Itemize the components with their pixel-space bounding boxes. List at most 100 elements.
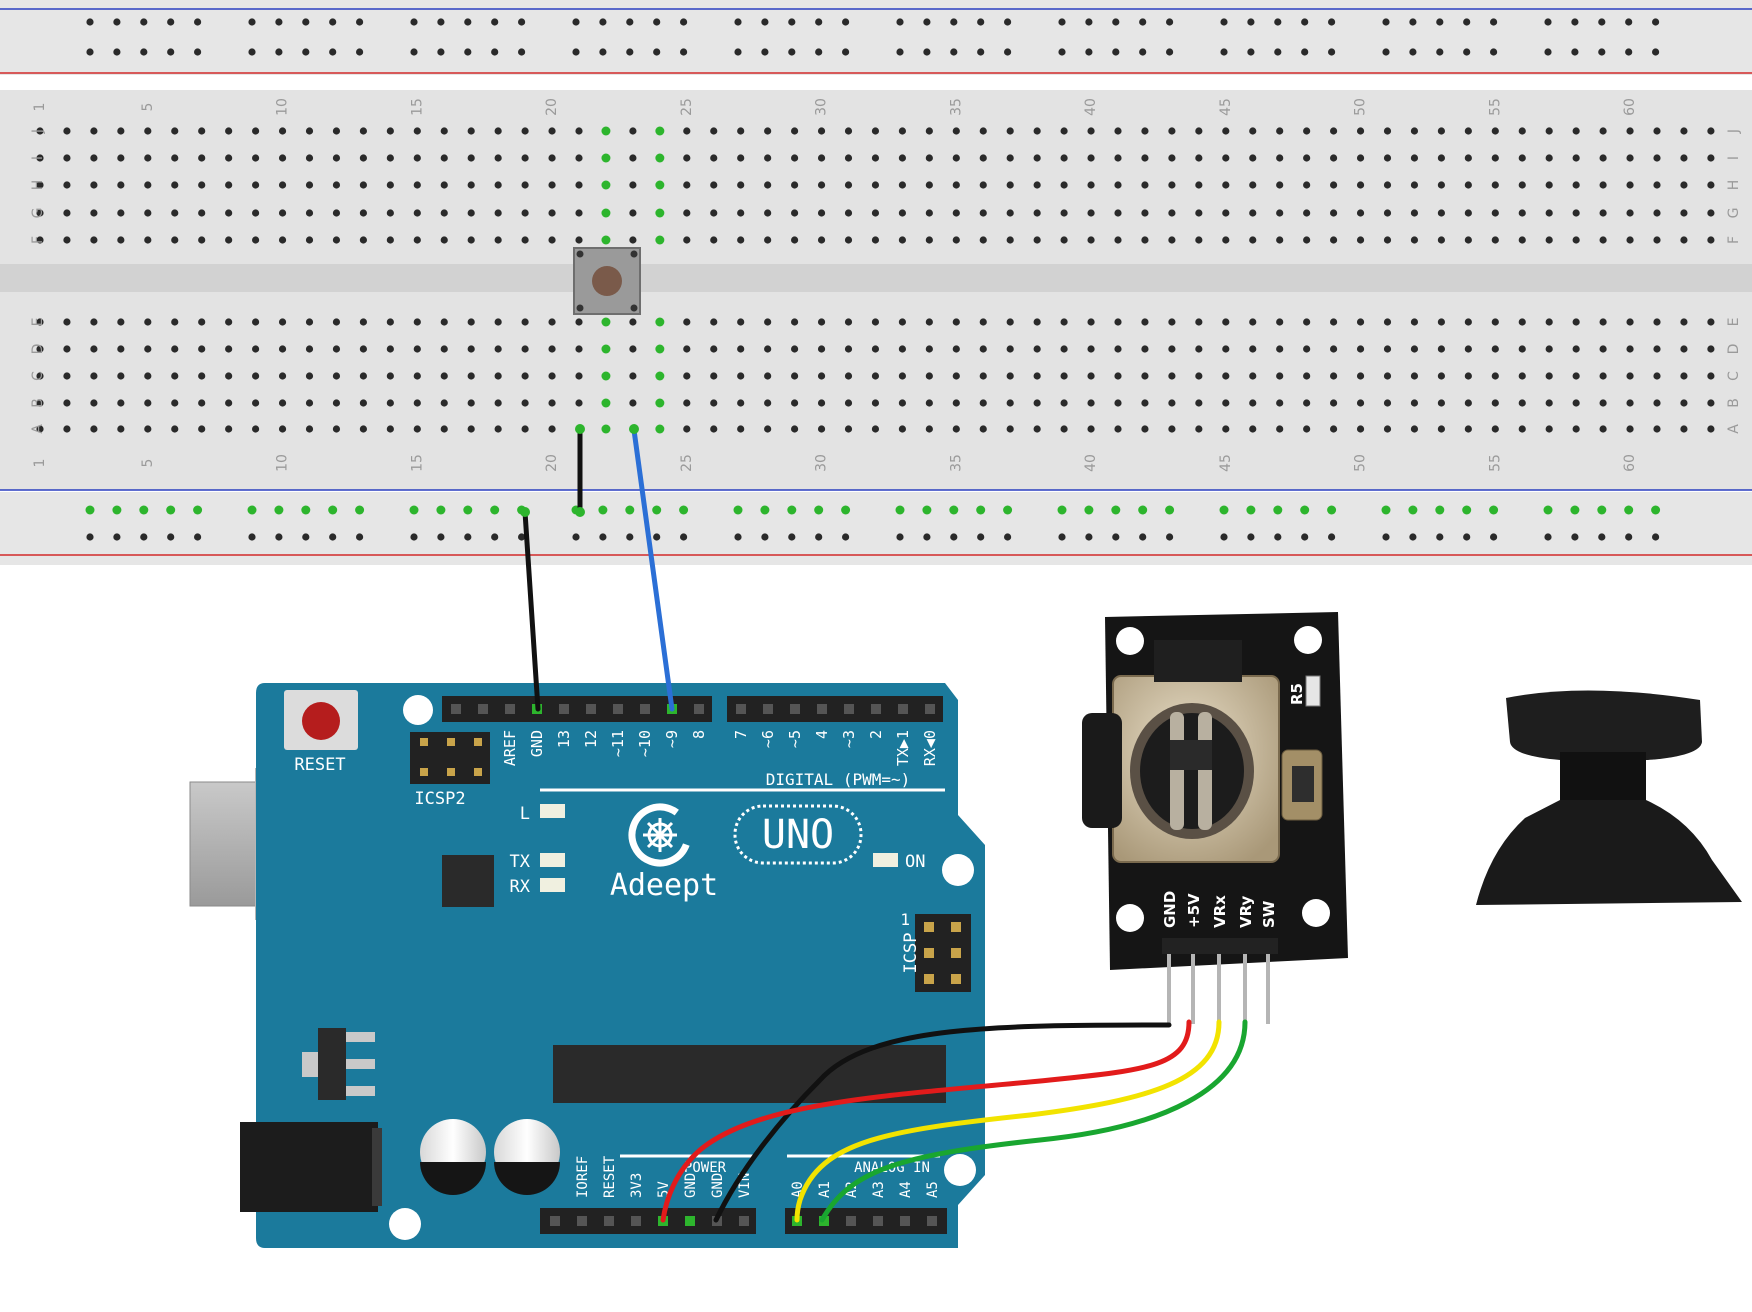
breadboard-hole — [737, 372, 745, 380]
header-pin — [685, 1216, 695, 1226]
breadboard-hole — [1626, 399, 1634, 407]
breadboard-hole — [1545, 318, 1553, 326]
rail-hole — [1489, 505, 1499, 515]
breadboard-hole — [1141, 236, 1149, 244]
rail-hole — [166, 505, 176, 515]
breadboard-hole — [1141, 181, 1149, 189]
breadboard-hole — [1680, 127, 1688, 135]
breadboard-hole — [655, 235, 665, 245]
breadboard-hole — [1114, 154, 1122, 162]
breadboard-hole — [1006, 425, 1014, 433]
breadboard-hole — [575, 399, 583, 407]
breadboard-hole — [1222, 236, 1230, 244]
breadboard-hole — [1168, 345, 1176, 353]
rail-hole — [194, 48, 202, 56]
rail-hole — [1409, 533, 1417, 541]
breadboard-hole — [1168, 181, 1176, 189]
rail-hole — [248, 48, 256, 56]
rail-hole — [437, 48, 445, 56]
breadboard-hole — [1249, 425, 1257, 433]
breadboard-hole — [1653, 181, 1661, 189]
breadboard: 1155101015152020252530303535404045455050… — [0, 0, 1752, 565]
breadboard-hole — [979, 425, 987, 433]
breadboard-hole — [1087, 181, 1095, 189]
breadboard-hole — [278, 209, 287, 217]
breadboard-hole — [629, 372, 637, 380]
breadboard-hole — [1626, 425, 1634, 433]
breadboard-hole — [1330, 399, 1338, 407]
breadboard-hole — [1653, 154, 1661, 162]
analog-header — [785, 1208, 947, 1234]
breadboard-hole — [413, 154, 421, 162]
breadboard-hole — [871, 345, 880, 353]
breadboard-hole — [683, 127, 691, 135]
rail-hole — [949, 505, 959, 515]
breadboard-hole — [252, 425, 260, 433]
breadboard-hole — [1033, 345, 1041, 353]
breadboard-hole — [1222, 345, 1230, 353]
breadboard-hole — [225, 181, 233, 189]
breadboard-hole — [601, 398, 611, 408]
rail-hole — [1463, 533, 1471, 541]
rail-hole — [1058, 48, 1066, 56]
breadboard-hole — [764, 154, 772, 162]
joystick-pin — [1167, 954, 1171, 1024]
breadboard-hole — [278, 372, 287, 380]
breadboard-hole — [144, 209, 152, 217]
row-letter: C — [30, 371, 46, 381]
breadboard-hole — [1330, 372, 1338, 380]
breadboard-hole — [1518, 345, 1526, 353]
breadboard-hole — [817, 345, 826, 353]
breadboard-hole — [117, 318, 125, 326]
breadboard-hole — [440, 181, 448, 189]
breadboard-hole — [1303, 154, 1311, 162]
rail-hole — [1111, 505, 1121, 515]
breadboard-hole — [1491, 399, 1499, 407]
breadboard-hole — [548, 236, 556, 244]
mount-hole — [1116, 904, 1144, 932]
rail-hole — [1436, 18, 1444, 26]
power-pin-label: IOREF — [575, 1156, 591, 1198]
rail-hole — [329, 533, 337, 541]
breadboard-hole — [791, 345, 799, 353]
header-pin — [739, 1216, 749, 1226]
breadboard-hole — [1545, 425, 1553, 433]
breadboard-hole — [144, 154, 152, 162]
breadboard-hole — [791, 372, 799, 380]
breadboard-hole — [548, 209, 556, 217]
breadboard-hole — [1168, 318, 1176, 326]
breadboard-hole — [575, 181, 583, 189]
rail-hole — [1544, 533, 1552, 541]
breadboard-hole — [521, 154, 529, 162]
breadboard-hole — [171, 181, 179, 189]
breadboard-hole — [1330, 127, 1338, 135]
breadboard-hole — [1141, 318, 1149, 326]
breadboard-hole — [359, 399, 367, 407]
rail-hole — [977, 48, 985, 56]
header-pin — [790, 704, 800, 714]
breadboard-hole — [1006, 154, 1014, 162]
breadboard-hole — [1383, 236, 1392, 244]
breadboard-hole — [1410, 209, 1419, 217]
digital-pin-label: AREF — [501, 730, 519, 766]
breadboard-hole — [1707, 127, 1715, 135]
rail-hole — [1085, 48, 1093, 56]
breadboard-hole — [386, 127, 394, 135]
breadboard-hole — [171, 209, 179, 217]
breadboard-hole — [440, 209, 448, 217]
rail-hole — [247, 505, 257, 515]
rail-hole — [625, 505, 635, 515]
breadboard-hole — [1222, 372, 1230, 380]
wire-green-joystick-vry — [819, 1019, 1248, 1223]
breadboard-hole — [683, 399, 691, 407]
rail-hole — [1544, 18, 1552, 26]
breadboard-hole — [1491, 372, 1499, 380]
column-number: 1 — [32, 103, 48, 112]
digital-pin-label: 4 — [813, 730, 831, 739]
breadboard-hole — [225, 209, 233, 217]
breadboard-hole — [1141, 154, 1149, 162]
power-pin-label: RESET — [602, 1155, 618, 1198]
breadboard-hole — [386, 345, 394, 353]
breadboard-hole — [1330, 209, 1338, 217]
